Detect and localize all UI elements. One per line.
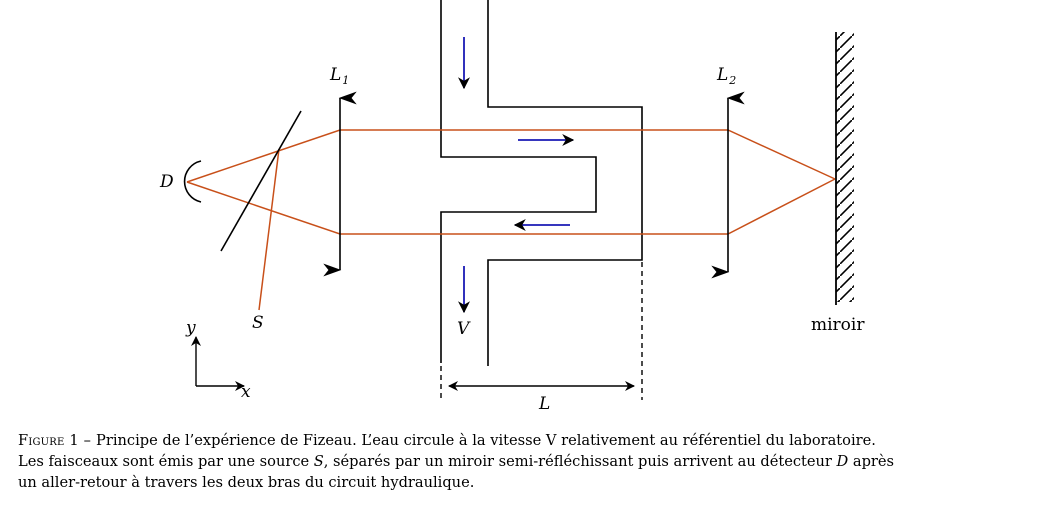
- pipe-inner-wall: [487, 0, 643, 366]
- caption-source-symbol: S: [313, 453, 324, 470]
- coordinate-axes: [191, 336, 245, 391]
- beam-splitter: [220, 110, 302, 252]
- pipe-outer-wall: [440, 0, 597, 363]
- fizeau-diagram: L D S L1 L2 miroir V y x: [159, 0, 865, 414]
- source-label: S: [252, 313, 264, 333]
- caption-line-2-mid: , séparés par un miroir semi-réfléchissa…: [323, 453, 837, 470]
- mirror-label: miroir: [811, 315, 865, 335]
- detector-label: D: [159, 172, 174, 192]
- caption-line-2-pre: Les faisceaux sont émis par une source: [18, 453, 314, 470]
- figure-label: Figure 1 –: [18, 432, 97, 449]
- caption-line-2-post: après: [848, 453, 895, 470]
- velocity-label: V: [457, 319, 471, 339]
- caption-line-3: un aller-retour à travers les deux bras …: [18, 474, 475, 491]
- lens-2-label: L2: [716, 65, 736, 87]
- beam-source: [258, 148, 280, 311]
- axis-x-label: x: [241, 382, 251, 402]
- mirror-icon: [835, 32, 854, 305]
- light-beams: [186, 129, 836, 311]
- detector-icon: [183, 160, 202, 203]
- flow-arrows: [458, 37, 575, 314]
- beam-upper: [186, 129, 836, 183]
- length-label: L: [538, 394, 550, 414]
- lens-1-label: L1: [329, 65, 349, 87]
- figure-caption: Figure 1 – Principe de l’expérience de F…: [18, 430, 1048, 493]
- axis-y-label: y: [185, 318, 196, 338]
- caption-line-2: Les faisceaux sont émis par une source S…: [18, 451, 1048, 472]
- caption-line-1-text: Principe de l’expérience de Fizeau. L’ea…: [96, 432, 876, 449]
- length-markers: [440, 262, 643, 402]
- hydraulic-circuit: [440, 0, 643, 366]
- beam-lower: [186, 178, 836, 235]
- caption-line-1: Figure 1 – Principe de l’expérience de F…: [18, 430, 1048, 451]
- caption-detector-symbol: D: [836, 453, 849, 470]
